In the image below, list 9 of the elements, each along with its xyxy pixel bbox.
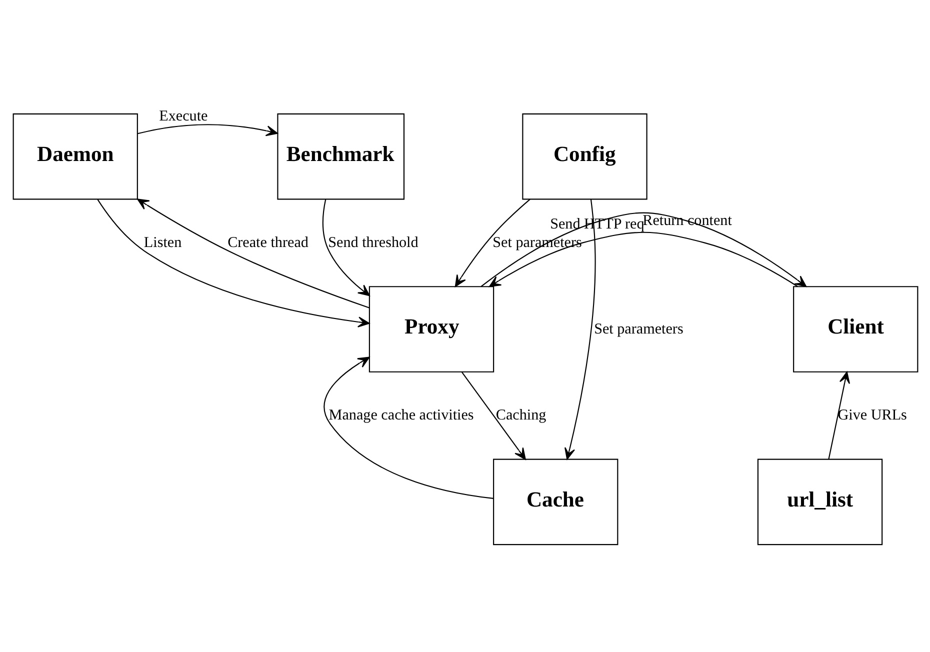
edge-label: Caching xyxy=(495,407,546,424)
edge-label: Send threshold xyxy=(328,234,418,250)
edge-label: Listen xyxy=(143,234,182,250)
edge-label: Execute xyxy=(158,108,208,124)
edge-label: Create thread xyxy=(227,234,308,250)
edge-label: Manage cache activities xyxy=(328,407,474,424)
edge-label: Set parameters xyxy=(594,320,683,337)
edge-label: Return content xyxy=(642,212,732,228)
edge-label: Give URLs xyxy=(837,407,906,424)
